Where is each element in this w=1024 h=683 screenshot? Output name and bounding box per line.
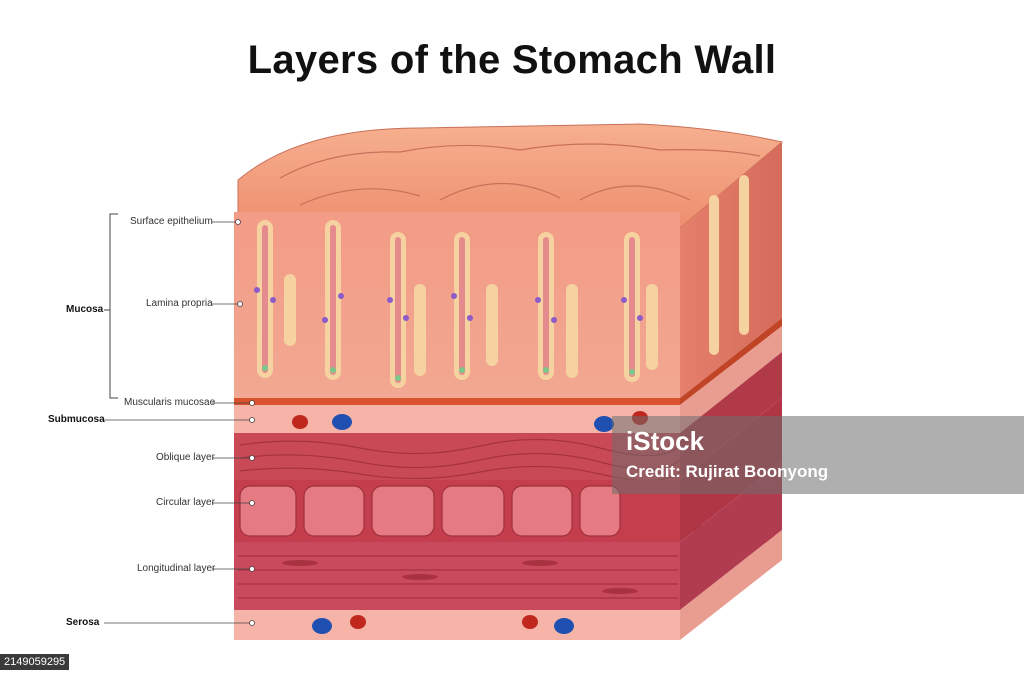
watermark-logo: iStock: [626, 426, 705, 456]
label-oblique-layer: Oblique layer: [156, 452, 215, 463]
image-id-badge: 2149059295: [0, 654, 70, 670]
mucosa-side-face: [680, 142, 782, 398]
serosa-band: [234, 610, 680, 640]
diagram-title: Layers of the Stomach Wall: [247, 38, 777, 82]
leader-dots: [235, 219, 255, 626]
watermark-credit: Credit: Rujirat Boonyong: [626, 462, 829, 481]
group-label-serosa: Serosa: [66, 617, 100, 628]
serosa-vessels: [312, 615, 574, 634]
label-longitudinal-layer: Longitudinal layer: [137, 563, 216, 574]
gastric-glands: [257, 220, 658, 388]
stock-watermark: iStock Credit: Rujirat Boonyong: [612, 416, 1024, 494]
mucosa-top-surface: [237, 123, 784, 229]
gland-base-cells: [262, 365, 635, 381]
group-label-mucosa: Mucosa: [66, 304, 104, 315]
label-lamina-propria: Lamina propria: [146, 298, 213, 309]
gland-cells: [254, 287, 643, 323]
longitudinal-layer-band: [234, 542, 680, 610]
label-circular-layer: Circular layer: [156, 497, 215, 508]
oblique-layer-band: [234, 433, 680, 480]
label-surface-epithelium: Surface epithelium: [130, 216, 213, 227]
mucosa-top-folds: [279, 143, 761, 206]
mucosa-bracket: [109, 213, 118, 399]
group-label-submucosa: Submucosa: [48, 414, 105, 425]
leader-lines: [104, 221, 252, 624]
label-muscularis-mucosae: Muscularis mucosae: [124, 397, 216, 408]
muscularis-mucosae-band: [234, 398, 680, 405]
